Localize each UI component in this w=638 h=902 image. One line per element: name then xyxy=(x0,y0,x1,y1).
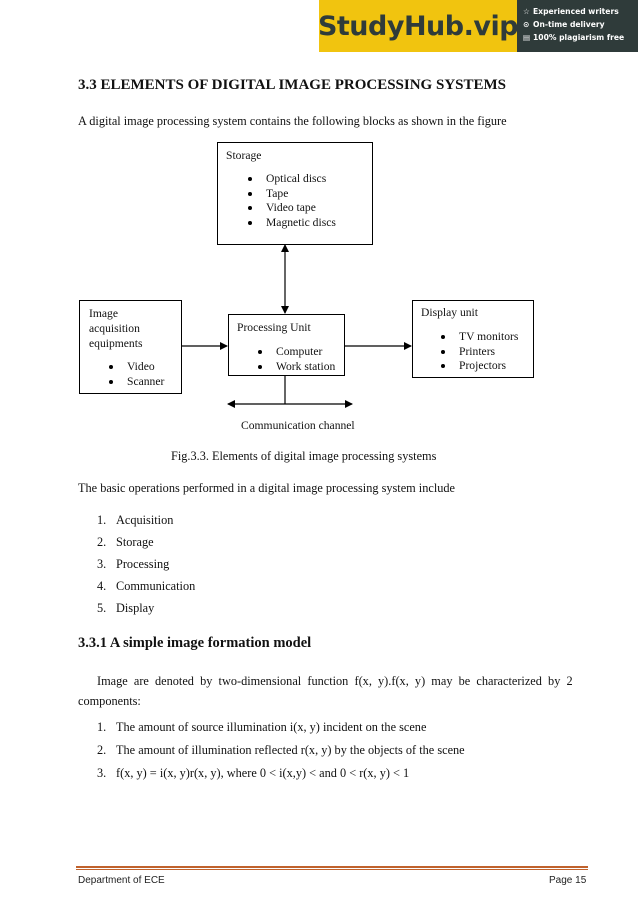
list-text: Display xyxy=(116,601,155,615)
list-number: 1. xyxy=(97,720,107,734)
list-item: TV monitors xyxy=(440,330,518,345)
list-item: Printers xyxy=(440,345,518,360)
acquisition-block: Image acquisition equipments Video Scann… xyxy=(79,300,182,394)
list-text: Processing xyxy=(116,557,170,571)
list-item: 2. The amount of illumination reflected r… xyxy=(97,739,465,762)
list-item: Computer xyxy=(257,345,335,360)
banner-feature-list: ☆Experienced writers ⊙On-time delivery ▤… xyxy=(523,5,635,44)
list-number: 4. xyxy=(97,579,107,593)
list-item: 2. Storage xyxy=(97,531,195,553)
formation-components-list: 1. The amount of source illumination i(x,… xyxy=(97,716,465,785)
subsection-paragraph-line: components: xyxy=(78,694,141,708)
list-item: Projectors xyxy=(440,359,518,374)
footer-department: Department of ECE xyxy=(78,875,165,886)
list-number: 3. xyxy=(97,766,107,780)
list-number: 2. xyxy=(97,743,107,757)
banner-feature: ⊙On-time delivery xyxy=(523,18,635,31)
figure-caption: Fig.3.3. Elements of digital image proce… xyxy=(171,449,437,463)
storage-list: Optical discs Tape Video tape Magnetic d… xyxy=(247,172,336,230)
list-item: Magnetic discs xyxy=(247,216,336,231)
footer-rule xyxy=(76,866,588,868)
display-title: Display unit xyxy=(421,306,479,319)
list-text: Acquisition xyxy=(116,513,174,527)
list-text: Storage xyxy=(116,535,154,549)
list-text: Communication xyxy=(116,579,196,593)
acquisition-title: Image acquisition equipments xyxy=(89,306,142,351)
list-item: 1. Acquisition xyxy=(97,509,195,531)
acquisition-title-line: Image xyxy=(89,307,118,320)
operations-list: 1. Acquisition 2. Storage 3. Processing 4. C… xyxy=(97,509,195,619)
diagram-arrows xyxy=(181,244,412,408)
processing-title: Processing Unit xyxy=(237,321,311,334)
communication-channel-label: Communication channel xyxy=(241,419,355,432)
star-icon: ☆ xyxy=(523,7,530,16)
storage-title: Storage xyxy=(226,149,262,162)
list-item: 3. Processing xyxy=(97,553,195,575)
display-block: Display unit TV monitors Printers Projec… xyxy=(412,300,534,378)
footer-page-number: Page 15 xyxy=(549,875,587,886)
list-item: Video xyxy=(108,360,164,375)
list-text: f(x, y) = i(x, y)r(x, y), where 0 < i(x,… xyxy=(116,766,410,780)
banner-feature: ▤100% plagiarism free xyxy=(523,31,635,44)
list-number: 3. xyxy=(97,557,107,571)
list-item: Scanner xyxy=(108,375,164,390)
operations-intro: The basic operations performed in a digi… xyxy=(78,481,455,495)
display-list: TV monitors Printers Projectors xyxy=(440,330,518,374)
list-number: 1. xyxy=(97,513,107,527)
list-item: 4. Communication xyxy=(97,575,195,597)
list-item: 1. The amount of source illumination i(x,… xyxy=(97,716,465,739)
list-item: Video tape xyxy=(247,201,336,216)
acquisition-title-line: acquisition xyxy=(89,322,140,335)
banner-feature-label: Experienced writers xyxy=(533,7,619,16)
list-text: The amount of illumination reflected r(x… xyxy=(116,743,465,757)
processing-list: Computer Work station xyxy=(257,345,335,374)
studyhub-logo[interactable]: StudyHub.vip xyxy=(318,0,519,52)
subsection-paragraph-line: Image are denoted by two-dimensional fun… xyxy=(97,674,573,688)
list-number: 5. xyxy=(97,601,107,615)
list-number: 2. xyxy=(97,535,107,549)
list-item: 5. Display xyxy=(97,597,195,619)
section-title: 3.3 ELEMENTS OF DIGITAL IMAGE PROCESSING… xyxy=(78,77,507,93)
section-intro: A digital image processing system contai… xyxy=(78,114,507,128)
acquisition-title-line: equipments xyxy=(89,337,143,350)
studyhub-banner[interactable]: StudyHub.vip ☆Experienced writers ⊙On-ti… xyxy=(318,0,638,52)
list-item: Tape xyxy=(247,187,336,202)
footer-rule xyxy=(76,868,588,870)
list-item: 3. f(x, y) = i(x, y)r(x, y), where 0 < i(… xyxy=(97,762,465,785)
banner-feature-label: 100% plagiarism free xyxy=(533,33,625,42)
clock-icon: ⊙ xyxy=(523,20,530,29)
document-icon: ▤ xyxy=(523,33,531,42)
acquisition-list: Video Scanner xyxy=(108,360,164,389)
subsection-title: 3.3.1 A simple image formation model xyxy=(78,635,312,651)
banner-feature-label: On-time delivery xyxy=(533,20,605,29)
processing-block: Processing Unit Computer Work station xyxy=(228,314,345,376)
list-item: Optical discs xyxy=(247,172,336,187)
list-text: The amount of source illumination i(x, y… xyxy=(116,720,427,734)
list-item: Work station xyxy=(257,360,335,375)
storage-block: Storage Optical discs Tape Video tape Ma… xyxy=(217,142,373,245)
banner-feature: ☆Experienced writers xyxy=(523,5,635,18)
